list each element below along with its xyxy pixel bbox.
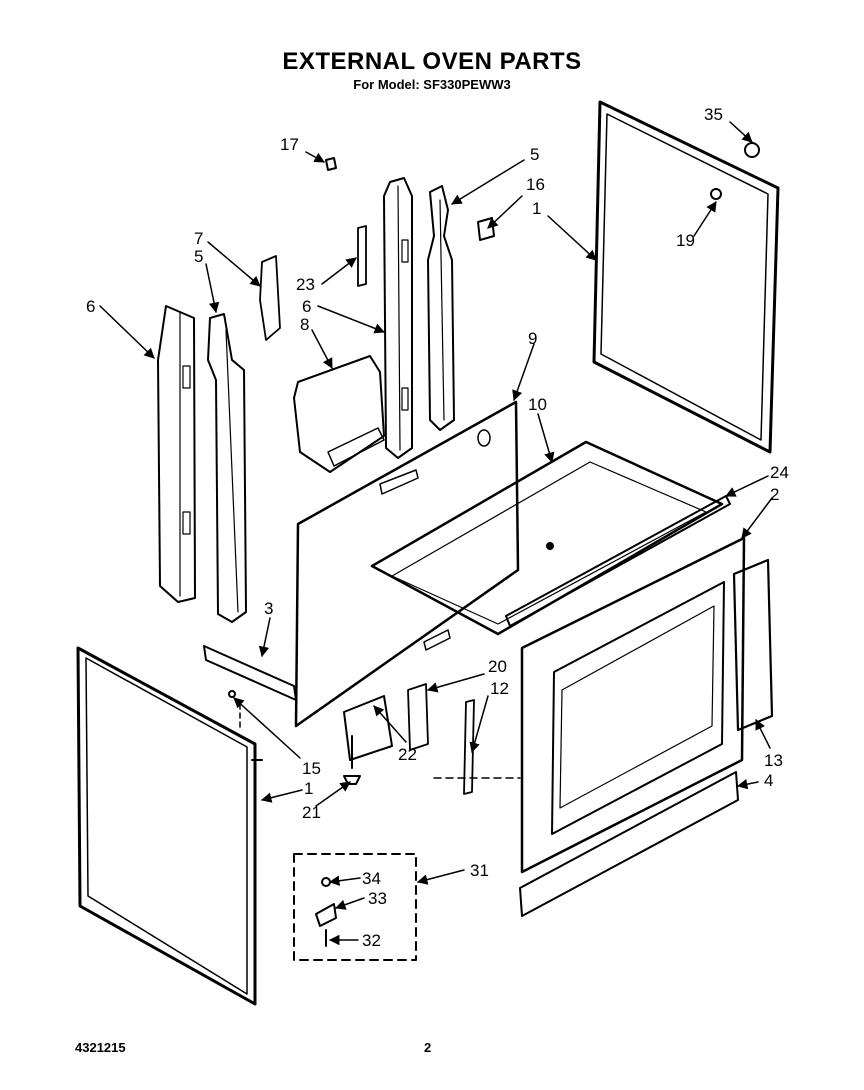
door-gasket-13 bbox=[732, 558, 774, 732]
callout-21: 21 bbox=[302, 803, 321, 822]
side-panel-left bbox=[76, 646, 263, 1006]
callout-23: 23 bbox=[296, 275, 315, 294]
callout-34: 34 bbox=[362, 869, 381, 888]
callout-4: 4 bbox=[764, 771, 773, 790]
screw-35 bbox=[744, 142, 760, 158]
front-trim-24 bbox=[505, 495, 731, 627]
callout-13: 13 bbox=[764, 751, 783, 770]
model-subtitle: For Model: SF330PEWW3 bbox=[353, 77, 511, 92]
page-number: 2 bbox=[424, 1040, 432, 1055]
clip-16 bbox=[477, 217, 495, 241]
document-number: 4321215 bbox=[75, 1040, 126, 1055]
callout-19: 19 bbox=[676, 231, 695, 250]
channel-left-6 bbox=[157, 305, 196, 603]
callout-10: 10 bbox=[528, 395, 547, 414]
callout-20: 20 bbox=[488, 657, 507, 676]
bracket-20 bbox=[407, 683, 429, 751]
bracket-7 bbox=[259, 255, 281, 341]
callout-15: 15 bbox=[302, 759, 321, 778]
channel-rear-6 bbox=[383, 177, 413, 459]
clip-19 bbox=[710, 188, 722, 200]
clip-17 bbox=[325, 157, 337, 171]
screw-15 bbox=[228, 690, 236, 698]
page-title: EXTERNAL OVEN PARTS bbox=[282, 48, 582, 75]
callout-31: 31 bbox=[470, 861, 489, 880]
callout-12: 12 bbox=[490, 679, 509, 698]
callout-6-left: 6 bbox=[86, 297, 95, 316]
bracket-rear-5 bbox=[427, 185, 455, 431]
callout-35: 35 bbox=[704, 105, 723, 124]
callout-7: 7 bbox=[194, 229, 203, 248]
leader-lines bbox=[99, 121, 773, 946]
callout-5-top: 5 bbox=[530, 145, 539, 164]
callout-3: 3 bbox=[264, 599, 273, 618]
leveling-leg-21 bbox=[343, 735, 361, 785]
front-frame-2 bbox=[520, 536, 746, 874]
kit-box-31 bbox=[293, 853, 417, 961]
kick-plate-4 bbox=[519, 771, 739, 917]
bracket-left-5 bbox=[207, 313, 247, 623]
callout-8: 8 bbox=[300, 315, 309, 334]
callout-32: 32 bbox=[362, 931, 381, 950]
rear-panel-9 bbox=[294, 400, 520, 728]
kit-clip-33 bbox=[315, 903, 337, 927]
callout-1-top: 1 bbox=[532, 199, 541, 218]
callout-1-left: 1 bbox=[304, 779, 313, 798]
callout-2: 2 bbox=[770, 485, 779, 504]
callout-9: 9 bbox=[528, 329, 537, 348]
kit-screw-34 bbox=[321, 877, 331, 887]
callout-17: 17 bbox=[280, 135, 299, 154]
callout-33: 33 bbox=[368, 889, 387, 908]
side-panel-right bbox=[592, 100, 780, 454]
callout-24: 24 bbox=[770, 463, 789, 482]
bracket-23 bbox=[357, 225, 367, 287]
leg-bracket-22 bbox=[343, 695, 393, 761]
vent-duct-8 bbox=[293, 355, 385, 473]
callout-16: 16 bbox=[526, 175, 545, 194]
strip-12 bbox=[463, 699, 475, 795]
rail-3 bbox=[203, 645, 297, 701]
callout-5-left: 5 bbox=[194, 247, 203, 266]
oven-bottom-10 bbox=[370, 440, 724, 636]
callout-22: 22 bbox=[398, 745, 417, 764]
callout-6-rear: 6 bbox=[302, 297, 311, 316]
